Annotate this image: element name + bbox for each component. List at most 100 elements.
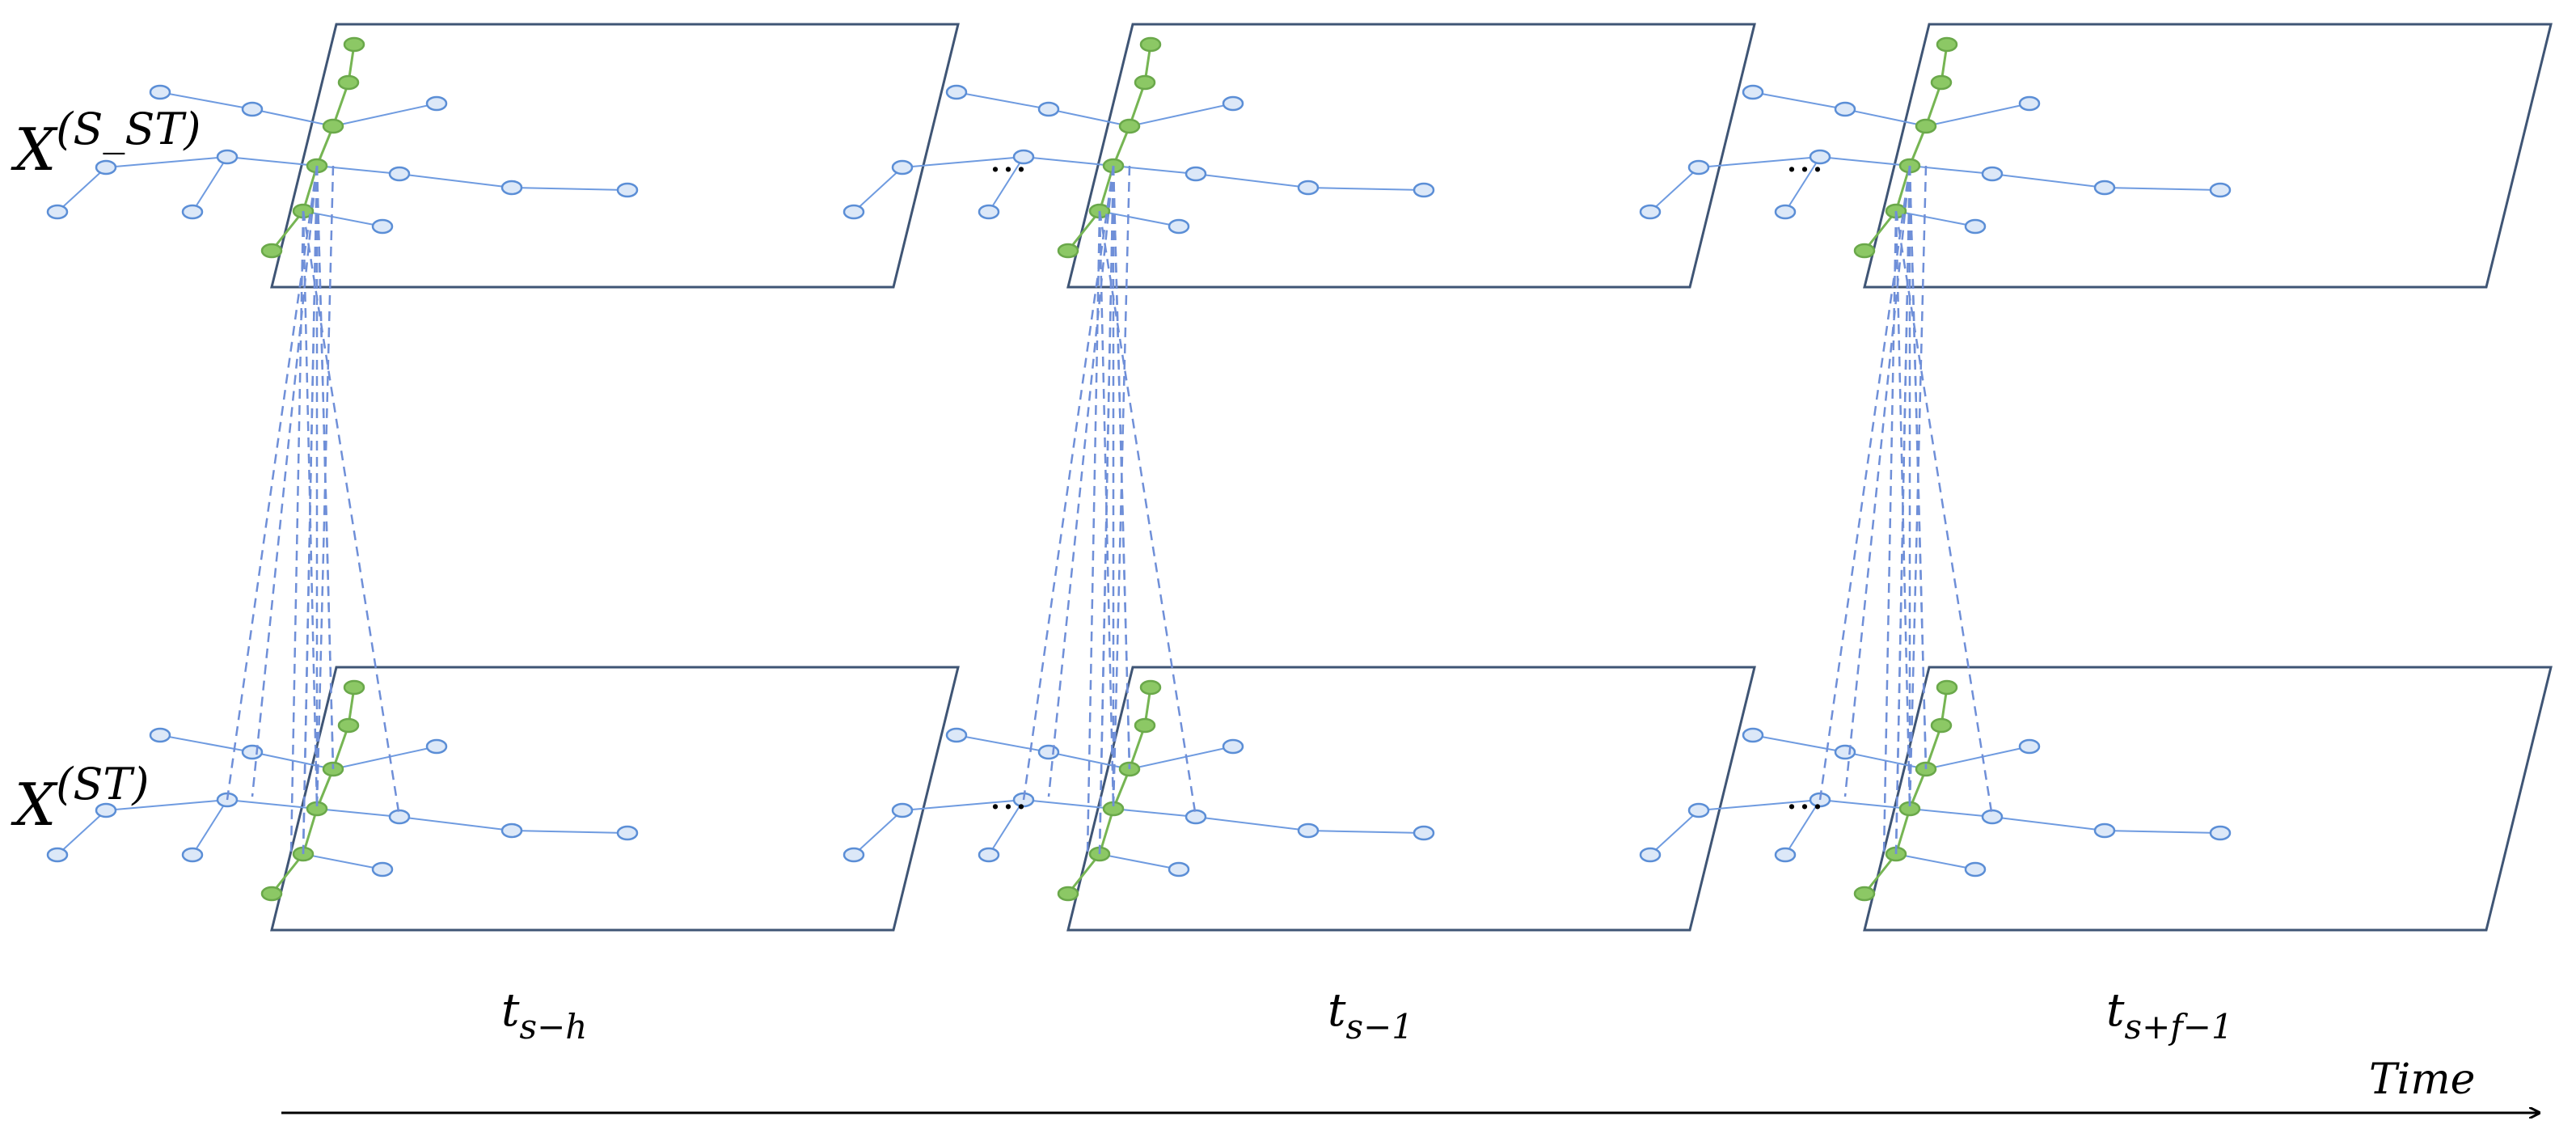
blue-node	[1297, 180, 1320, 196]
dashed-links-1	[226, 165, 401, 855]
green-edge	[1894, 165, 1911, 212]
green-node	[260, 243, 283, 259]
blue-edge	[1307, 830, 1425, 834]
top-row-label-base: X	[11, 116, 58, 184]
green-node	[1139, 679, 1162, 696]
blue-node	[616, 825, 639, 841]
blue-edge	[226, 156, 318, 167]
blue-edge	[1991, 816, 2105, 831]
blue-edge	[1195, 173, 1309, 188]
graph-plane-top-3	[1639, 23, 2553, 289]
blue-node	[371, 861, 394, 877]
time-step-2-subscript: s−1	[1346, 1007, 1413, 1047]
blue-edge	[902, 156, 1024, 168]
dashed-link	[1894, 165, 1911, 855]
time-step-2-base: t	[1328, 984, 1346, 1037]
plane-outline	[1863, 666, 2553, 932]
blue-edge	[2104, 187, 2221, 191]
blue-edge	[1129, 746, 1234, 770]
blue-node	[2018, 95, 2041, 112]
blue-node	[388, 166, 411, 182]
blue-edge	[399, 173, 513, 188]
dashed-link	[1047, 165, 1115, 797]
top-row-label-superscript: (S_ST)	[56, 104, 201, 154]
blue-edge	[511, 830, 628, 834]
blue-node	[2209, 182, 2232, 198]
dashed-link	[1908, 165, 1928, 810]
dashed-link	[1843, 165, 1911, 797]
green-node	[343, 36, 365, 53]
blue-edge	[1698, 156, 1821, 168]
graph-plane-top-1	[46, 23, 960, 289]
dashed-link	[1818, 165, 1911, 801]
blue-node	[1037, 744, 1060, 760]
blue-edge	[1698, 799, 1821, 811]
blue-edge	[853, 810, 903, 856]
blue-edge	[1113, 165, 1197, 175]
blue-edge	[1752, 734, 1846, 753]
blue-node	[1964, 861, 1987, 877]
blue-node	[388, 809, 411, 825]
time-step-3-subscript: s+f−1	[2125, 1007, 2233, 1047]
green-node	[1134, 74, 1156, 91]
blue-node	[500, 180, 523, 196]
blue-edge	[332, 746, 437, 770]
graph-plane-bottom-1	[46, 666, 960, 932]
plane-outline	[1066, 23, 1756, 289]
graph-layers	[46, 23, 2553, 932]
ellipsis-top-1: …	[989, 136, 1028, 181]
blue-edge	[399, 816, 513, 831]
blue-edge	[1784, 156, 1821, 213]
dashed-links-3	[1818, 165, 1994, 855]
blue-edge	[316, 808, 400, 818]
blue-node	[945, 727, 968, 743]
blue-edge	[57, 810, 107, 856]
green-node	[1936, 679, 1958, 696]
graph-plane-bottom-2	[842, 666, 1756, 932]
blue-node	[181, 847, 204, 863]
ellipsis-top-2: …	[1785, 136, 1824, 181]
blue-node	[1964, 218, 1987, 235]
blue-edge	[251, 751, 334, 770]
blue-node	[425, 95, 448, 112]
blue-node	[945, 84, 968, 100]
blue-edge	[1195, 816, 1309, 831]
blue-node	[95, 159, 117, 175]
blue-node	[46, 204, 69, 220]
blue-node	[1012, 149, 1035, 165]
blue-edge	[316, 165, 400, 175]
blue-node	[1742, 84, 1764, 100]
green-node	[1118, 118, 1141, 134]
plane-outline	[1066, 666, 1756, 932]
time-step-label-3: ts+f−1	[2106, 984, 2233, 1047]
green-edge	[270, 210, 305, 252]
blue-node	[241, 101, 264, 117]
dashed-link	[315, 165, 335, 770]
dashed-link	[251, 165, 319, 797]
blue-edge	[226, 799, 318, 810]
green-edge	[302, 165, 319, 212]
blue-node	[425, 738, 448, 755]
blue-edge	[853, 167, 903, 213]
green-edge	[1098, 165, 1115, 212]
green-node	[260, 886, 283, 902]
blue-node	[1834, 744, 1856, 760]
blue-edge	[1895, 210, 1976, 227]
blue-node	[1168, 861, 1190, 877]
green-edge	[1894, 808, 1911, 855]
blue-edge	[1649, 167, 1700, 213]
green-node	[1134, 717, 1156, 734]
dashed-link	[1894, 210, 1994, 818]
blue-edge	[988, 799, 1024, 856]
green-node	[1853, 886, 1876, 902]
dashed-link	[1022, 165, 1115, 801]
blue-node	[1687, 159, 1710, 175]
blue-node	[1222, 738, 1244, 755]
dashed-link	[302, 210, 401, 818]
green-node	[1930, 717, 1953, 734]
plane-outline	[270, 666, 960, 932]
bottom-row-label-base: X	[11, 771, 58, 839]
green-node	[1930, 74, 1953, 91]
blue-edge	[1909, 165, 1993, 175]
blue-node	[1639, 847, 1662, 863]
